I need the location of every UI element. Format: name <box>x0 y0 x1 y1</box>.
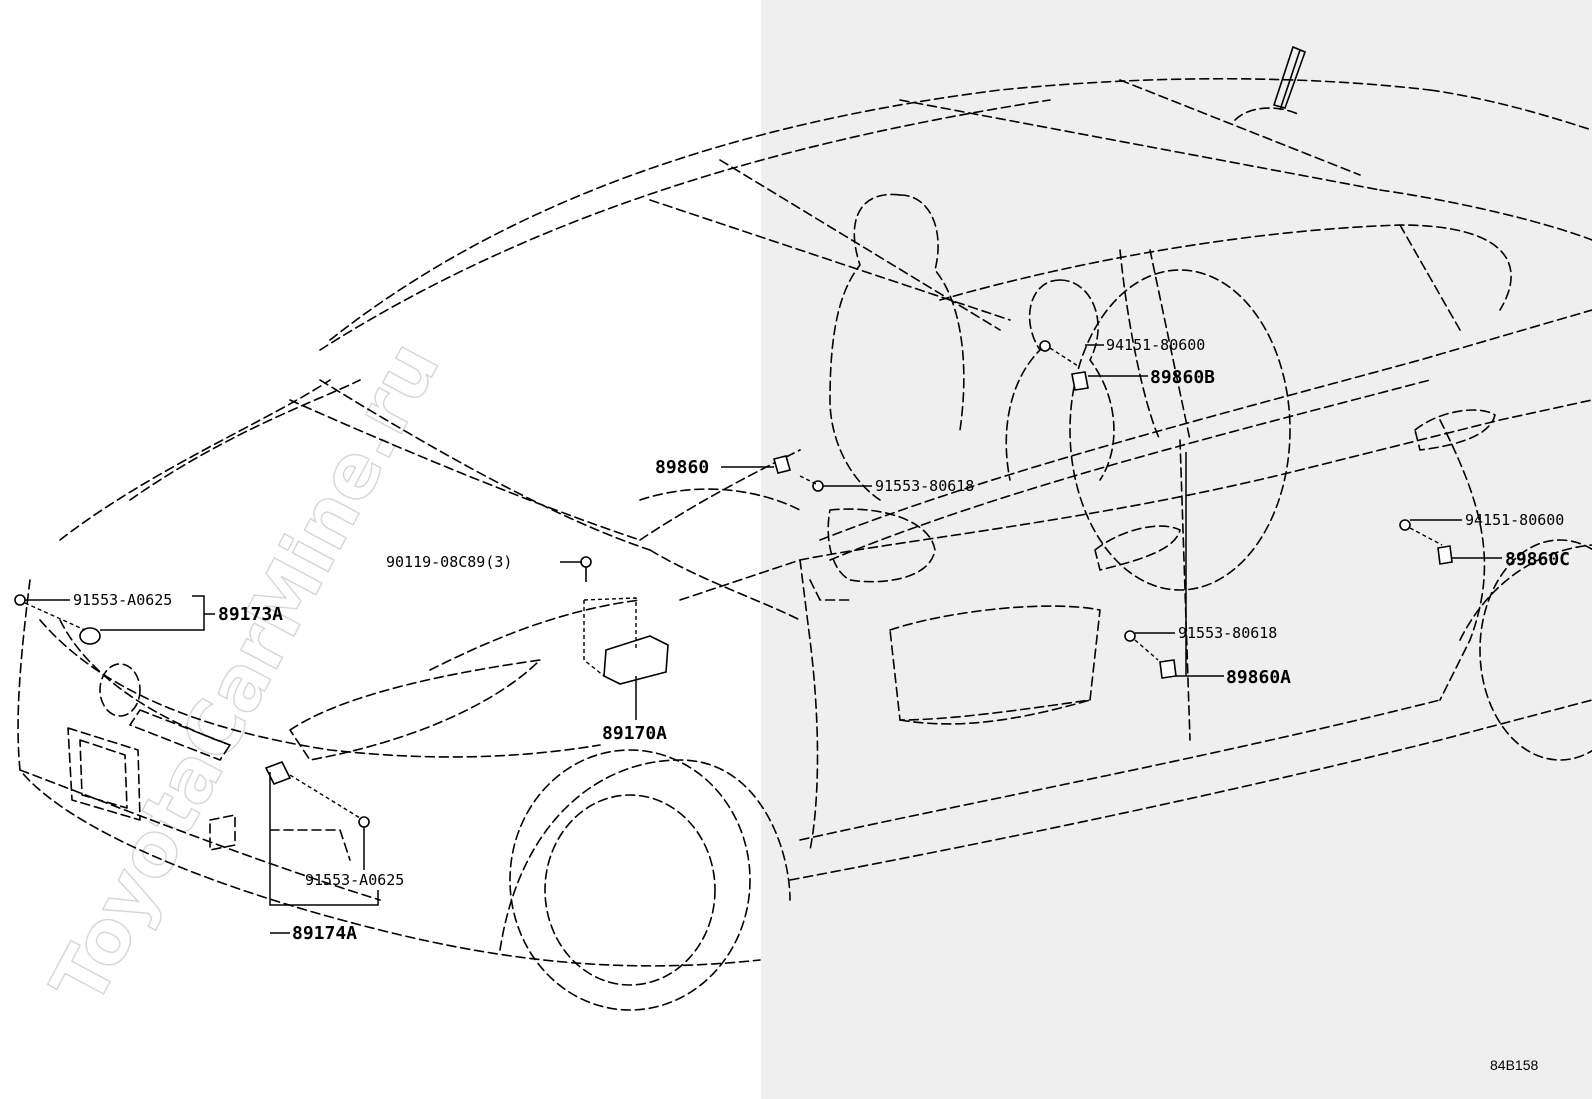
airbag-sensor-89174A <box>264 760 292 786</box>
leader-lines <box>24 344 1502 934</box>
label-89170A: 89170A <box>602 723 667 744</box>
label-89860B: 89860B <box>1150 367 1215 388</box>
bolt-91553-A0625-left <box>14 594 26 606</box>
car-outline <box>17 45 1592 1011</box>
bolt-91553-A0625-bottom <box>358 816 370 828</box>
airbag-sensor-89860A <box>1159 659 1177 679</box>
nut-94151-80600-top <box>1039 340 1051 352</box>
label-89174A: 89174A <box>292 923 357 944</box>
shaded-background <box>761 0 1592 1099</box>
airbag-sensor-89173A <box>79 627 101 645</box>
nut-94151-80600-right <box>1399 519 1411 531</box>
label-89860A: 89860A <box>1226 667 1291 688</box>
label-89860C: 89860C <box>1505 549 1570 570</box>
airbag-control-unit-89170A <box>583 597 669 685</box>
label-94151-80600-top: 94151-80600 <box>1106 336 1205 354</box>
label-89173A: 89173A <box>218 604 283 625</box>
airbag-sensor-89860C <box>1437 545 1453 565</box>
diagram-code: 84B158 <box>1490 1057 1538 1073</box>
label-94151-80600-right: 94151-80600 <box>1465 511 1564 529</box>
label-91553-A0625-left: 91553-A0625 <box>73 591 172 609</box>
bolt-91553-80618-door <box>1124 630 1136 642</box>
bolt-90119-08C89 <box>580 556 592 582</box>
airbag-sensor-89860B <box>1071 371 1089 391</box>
airbag-sensor-89860 <box>773 455 791 474</box>
label-91553-80618-door: 91553-80618 <box>1178 624 1277 642</box>
label-91553-80618-top: 91553-80618 <box>875 477 974 495</box>
label-90119-08C89: 90119-08C89(3) <box>386 553 512 571</box>
label-89860: 89860 <box>655 457 709 478</box>
label-91553-A0625-bottom: 91553-A0625 <box>305 871 404 889</box>
